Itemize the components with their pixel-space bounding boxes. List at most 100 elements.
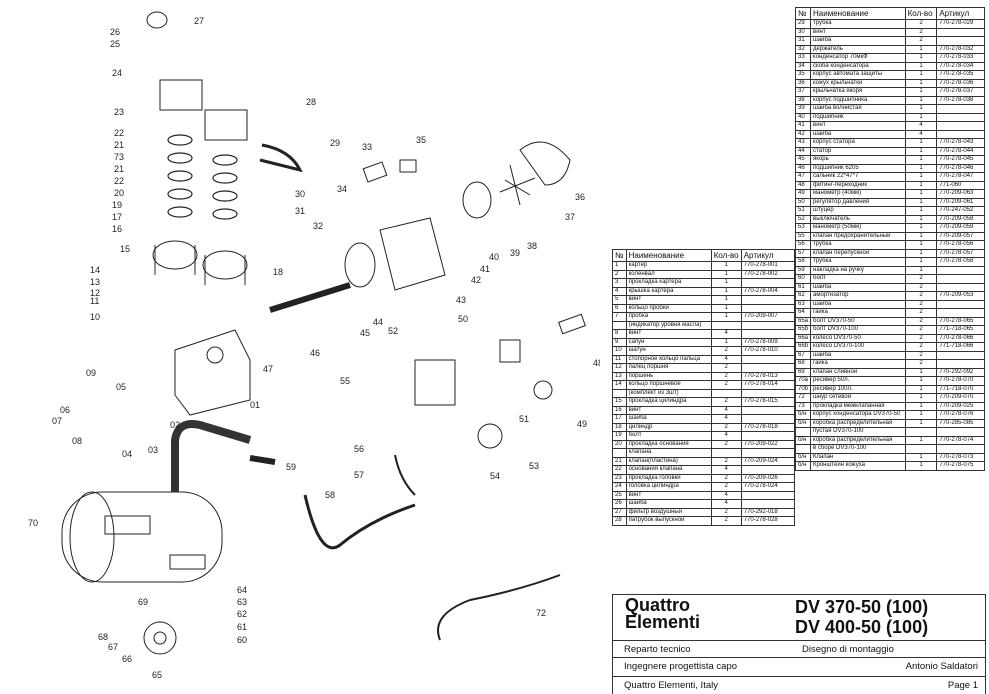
cell-name: клапан(пластина) <box>625 456 712 466</box>
callout: 60 <box>237 635 247 645</box>
cell-no: 42 <box>794 129 812 139</box>
cell-name: шайба <box>810 350 906 360</box>
bypass-pipe <box>303 494 416 550</box>
callout: 06 <box>60 405 70 415</box>
cell-no: 18 <box>612 422 627 432</box>
cell-qty: 1 <box>904 146 938 156</box>
cell-article: 770-278-074 <box>936 435 985 445</box>
cell-qty: 4 <box>710 414 742 424</box>
cell-article: 770-278-057 <box>936 248 985 258</box>
cell-no: 70b <box>794 384 812 394</box>
cell-no: 66a <box>794 333 812 343</box>
cell-article: 770-278-035 <box>936 70 985 80</box>
header-article: Артикул <box>936 7 985 20</box>
cell-no <box>612 388 627 398</box>
cell-name: фитинг-переходник <box>810 180 906 190</box>
wheel <box>143 621 177 655</box>
breaker-housing <box>399 159 417 173</box>
cell-qty: 4 <box>710 465 742 475</box>
cell-name: в сборе DV370-100 <box>810 444 906 454</box>
cell-article: 770-278-043 <box>936 138 985 148</box>
callout: 07 <box>52 416 62 426</box>
cell-qty: 2 <box>904 350 938 360</box>
cell-qty: 1 <box>904 231 938 241</box>
cell-no: 64 <box>794 308 812 318</box>
cell-no: 24 <box>612 482 627 492</box>
cell-article: 770-209-025 <box>936 401 985 411</box>
callout: 69 <box>138 597 148 607</box>
cell-no: 8 <box>612 329 627 339</box>
manometer-40 <box>533 380 553 400</box>
model-2: DV 400-50 (100) <box>795 617 929 637</box>
cell-article: 770-278-010 <box>740 346 796 356</box>
cell-no: 46 <box>794 163 812 173</box>
motor-stator-housing <box>379 217 446 291</box>
cell-article <box>740 448 796 458</box>
cell-no: 62 <box>794 291 812 301</box>
callout: 13 <box>90 277 100 287</box>
cell-qty: 2 <box>710 363 742 373</box>
cell-no: 31 <box>794 36 812 46</box>
cell-article: 770-292-092 <box>936 367 985 377</box>
callout: 26 <box>110 27 120 37</box>
callout: 47 <box>263 364 273 374</box>
cell-qty: 1 <box>904 248 938 258</box>
cell-name: клапан предохранительный <box>810 231 906 241</box>
cell-no: 26 <box>612 499 627 509</box>
callout: 28 <box>306 97 316 107</box>
cell-qty: 1 <box>710 286 742 296</box>
logo-line-1: Quattro <box>625 595 690 615</box>
cell-name: палец поршня <box>625 363 712 373</box>
cell-name: выключатель <box>810 214 906 224</box>
cell-no: б/н <box>794 452 812 462</box>
cell-qty: 1 <box>904 384 938 394</box>
callout: 23 <box>114 107 124 117</box>
cell-name: трубка <box>810 240 906 250</box>
cell-no: 61 <box>794 282 812 292</box>
cell-name: винт <box>810 27 906 37</box>
bearing-housing <box>462 181 492 219</box>
callout: 50 <box>458 314 468 324</box>
callout: 05 <box>116 382 126 392</box>
engineer-name: Antonio Saldatori <box>905 661 978 672</box>
cell-qty: 1 <box>904 95 938 105</box>
callout: 56 <box>354 444 364 454</box>
cell-no: 34 <box>794 61 812 71</box>
cell-name: трубка <box>810 19 906 29</box>
cell-no: 53 <box>794 223 812 233</box>
cell-no: 44 <box>794 146 812 156</box>
meta-row-1: Reparto tecnico Disegno di montaggio <box>612 640 986 658</box>
cell-qty: 1 <box>710 295 742 305</box>
cell-article: 770-278-044 <box>936 146 985 156</box>
cell-article <box>740 414 796 424</box>
cell-qty: 1 <box>904 257 938 267</box>
callout: 49 <box>577 419 587 429</box>
cell-article: 770-278-046 <box>936 163 985 173</box>
cell-article: 770-278-075 <box>936 461 985 471</box>
cell-article <box>936 350 985 360</box>
cell-qty: 2 <box>904 274 938 284</box>
cell-qty: 2 <box>710 456 742 466</box>
cell-qty: 1 <box>904 163 938 173</box>
cell-article <box>936 112 985 122</box>
cell-name: ресивер 50л. <box>810 376 906 386</box>
header-name: Наименование <box>625 249 712 262</box>
callout: 21 <box>114 140 124 150</box>
cell-name: гайка <box>810 359 906 369</box>
cell-no: 50 <box>794 197 812 207</box>
callout: 04 <box>122 449 132 459</box>
callout: 31 <box>295 206 305 216</box>
cell-name: коленвал <box>625 269 712 279</box>
rotor-shaft <box>269 282 351 313</box>
cell-qty: 2 <box>904 316 938 326</box>
